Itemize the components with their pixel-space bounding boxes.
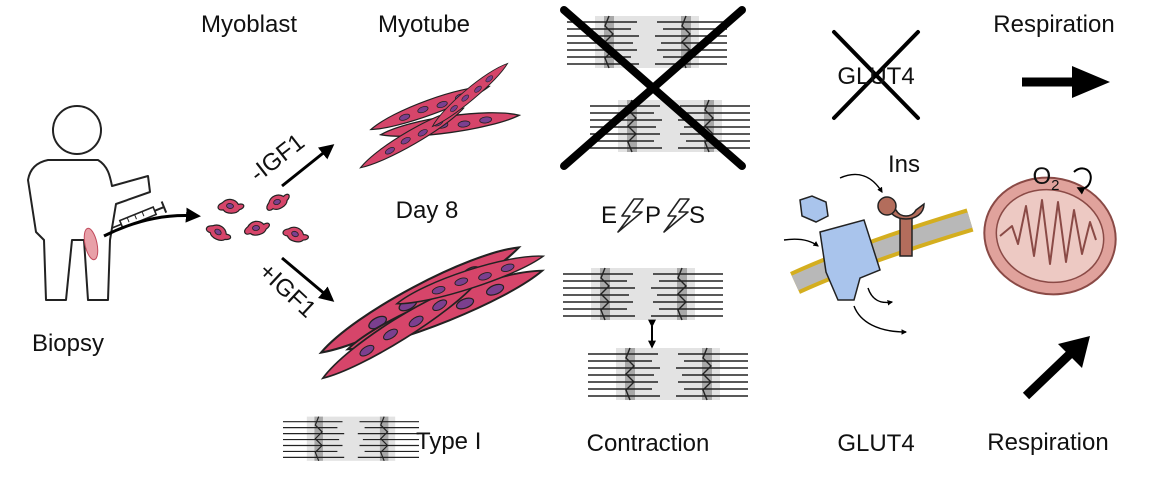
arrow-icon [281, 256, 335, 302]
lightning-icon [617, 198, 690, 233]
myotube-cells-icon [313, 233, 548, 388]
cross-icon [560, 6, 746, 170]
cross-icon [832, 30, 920, 120]
respiration-bottom-label: Respiration [987, 429, 1108, 456]
myotube-label: Myotube [378, 11, 470, 38]
minus-igf1-label: -IGF1 [245, 129, 310, 188]
eps-label-p: P [645, 202, 661, 229]
plus-igf1-label: +IGF1 [253, 258, 321, 324]
biopsy-label: Biopsy [32, 330, 104, 357]
day8-label: Day 8 [396, 197, 459, 224]
contraction-label: Contraction [587, 430, 710, 457]
sarcomere-icon [562, 267, 724, 321]
sarcomere-icon [282, 416, 420, 462]
glucose-transporter-icon [819, 219, 881, 301]
glut4-crossed-label: GLUT4 [837, 63, 914, 90]
muscle-sample [83, 227, 99, 261]
arrow-icon [1022, 336, 1090, 400]
eps-label-s: S [689, 202, 705, 229]
sarcomere-icon [587, 347, 749, 401]
arrow-icon [1022, 66, 1110, 98]
person-icon [27, 105, 151, 301]
flow-arrows [783, 173, 908, 335]
o2-label: O2 [1032, 163, 1059, 194]
glucose-molecule-icon [799, 195, 829, 223]
arrow-icon [103, 207, 201, 238]
type1-label: Type I [416, 428, 481, 455]
o2-label-sub: 2 [1051, 177, 1059, 194]
myoblast-label: Myoblast [201, 11, 297, 38]
insulin-receptor-icon [877, 196, 925, 257]
arrow-icon [281, 144, 335, 188]
mitochondrion-icon [983, 176, 1117, 296]
myoblast-cells-icon [203, 190, 311, 247]
respiration-top-label: Respiration [993, 11, 1114, 38]
o2-cycle-arrow [1073, 167, 1092, 195]
eps-label-e: E [601, 202, 617, 229]
ins-label: Ins [888, 151, 920, 178]
myotube-cells-icon [356, 58, 522, 174]
o2-label-main: O [1032, 163, 1051, 190]
cell-membrane [790, 208, 974, 294]
glut4-label: GLUT4 [837, 430, 914, 457]
